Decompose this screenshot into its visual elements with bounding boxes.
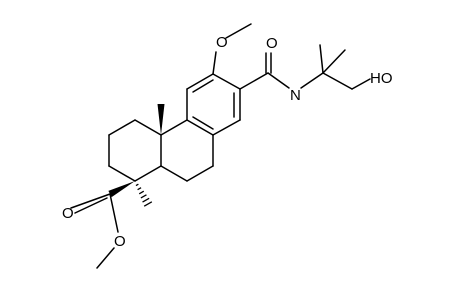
- hash-stroke: [142, 197, 150, 203]
- bond-methoxy-me: [225, 23, 252, 39]
- amide-oxygen-label: O: [266, 35, 278, 52]
- bond-n-quaternary: [300, 72, 324, 89]
- bond-aromatic-inner: [192, 79, 214, 93]
- bond-aromatic: [186, 73, 214, 90]
- bond-ring-a: [134, 119, 162, 136]
- hash-stroke: [140, 194, 147, 199]
- wedge-bond-ester-carbon: [108, 181, 135, 198]
- bond-ring-b: [186, 165, 214, 182]
- methoxy-oxygen-label: O: [216, 34, 228, 51]
- bond-layer: [70, 23, 371, 269]
- bond-ester-c-o-single: [109, 193, 119, 233]
- bond-ring-a: [134, 165, 162, 182]
- bond-ester-c-o-double: [70, 193, 111, 209]
- bond-quat-methyl-1: [319, 44, 324, 74]
- ester-ether-oxygen-label: O: [114, 233, 126, 250]
- hash-stroke: [143, 201, 153, 207]
- bond-ring-a: [108, 165, 136, 182]
- bond-aromatic-inner: [192, 116, 214, 130]
- bond-aromatic: [212, 119, 241, 136]
- bond-quat-ch2: [322, 72, 353, 90]
- bond-aromatic: [186, 119, 214, 136]
- atom-labels: O O N HO O O: [62, 34, 393, 250]
- bond-quat-methyl-2: [322, 49, 346, 74]
- wedge-bond-angular-methyl: [157, 104, 165, 135]
- hashed-bond-c1-methyl: [135, 183, 153, 207]
- bond-aryl-carbonyl: [239, 72, 269, 90]
- amide-nitrogen-label: N: [290, 87, 301, 104]
- bond-ring-b: [160, 165, 188, 182]
- bond-ring-b: [160, 119, 188, 136]
- bond-ring-a: [108, 119, 136, 136]
- bond-methoxy-o: [212, 51, 217, 75]
- bond-ch2-oh: [351, 78, 371, 90]
- bond-aromatic: [212, 73, 241, 90]
- bond-carbonyl-n: [267, 72, 290, 89]
- hash-stroke: [135, 183, 139, 187]
- hash-stroke: [137, 187, 142, 191]
- hash-stroke: [138, 190, 145, 195]
- hydroxyl-label: HO: [370, 70, 393, 87]
- ester-carbonyl-oxygen-label: O: [62, 205, 74, 222]
- bond-ester-o-methyl: [96, 247, 115, 269]
- bond-ester-c-o-double: [74, 197, 108, 214]
